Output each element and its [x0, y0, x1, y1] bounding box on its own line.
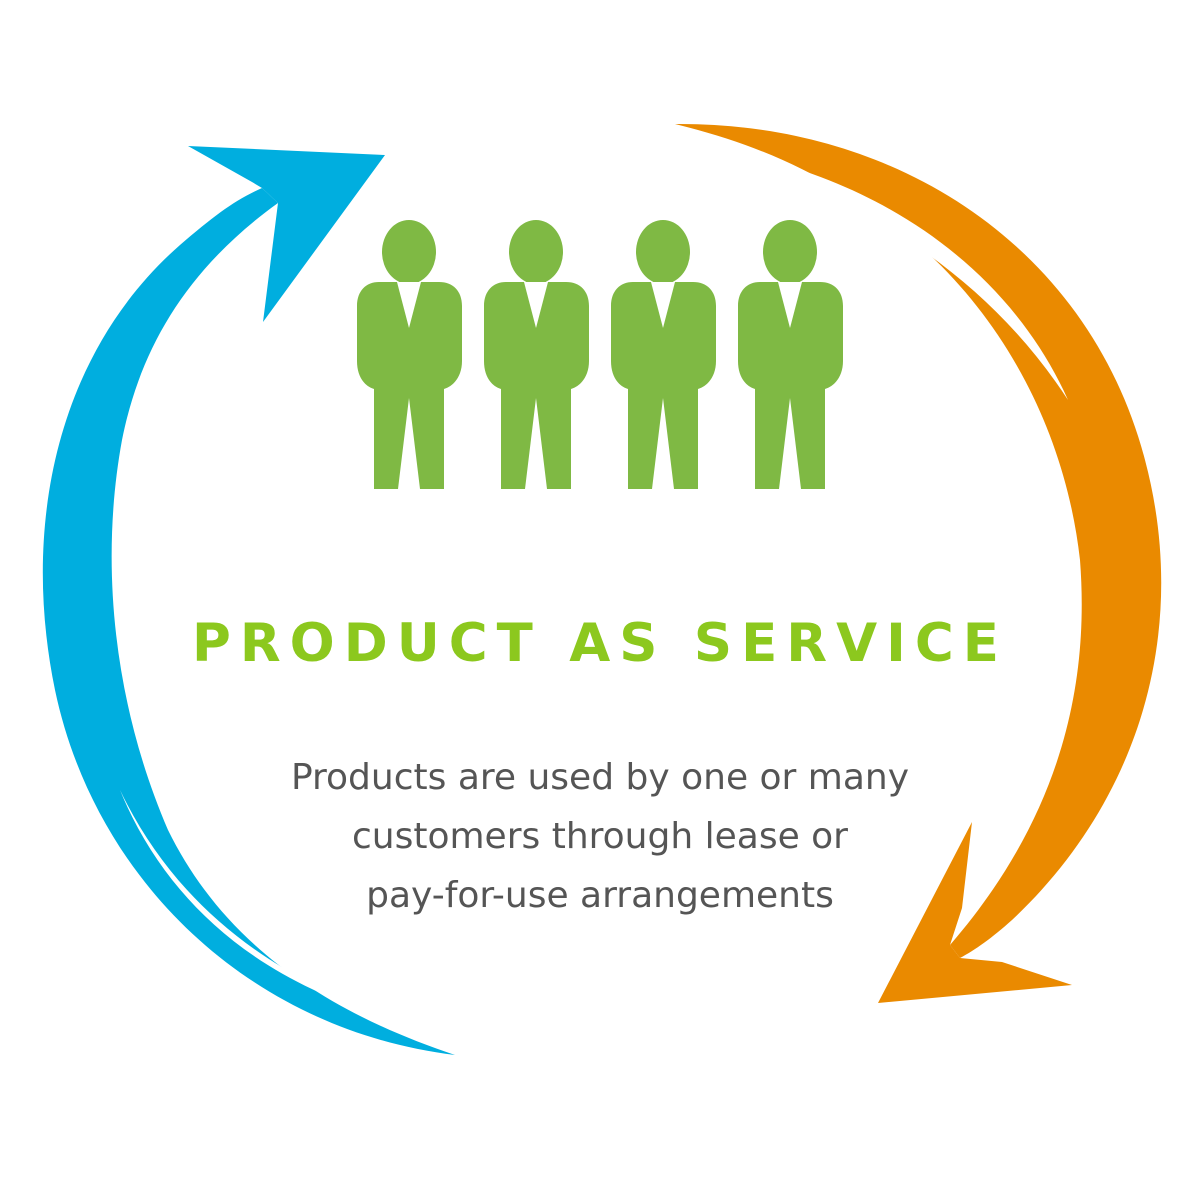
business-person-icon [738, 220, 843, 489]
business-person-icon [611, 220, 716, 489]
right-arrow-shaft [675, 123, 1162, 958]
description-line: Products are used by one or many [290, 757, 910, 798]
circular-arrow-up-icon [42, 146, 455, 1055]
description-line: customers through lease or [351, 816, 848, 857]
people-group [357, 220, 843, 489]
right-arrow-head [878, 822, 1072, 1003]
business-person-icon [357, 220, 462, 489]
business-person-icon [484, 220, 589, 489]
left-arrow-head [188, 146, 385, 322]
diagram-description: Products are used by one or many custome… [200, 748, 1000, 925]
description-line: pay-for-use arrangements [366, 875, 834, 916]
circular-arrow-down-icon [675, 123, 1162, 1003]
diagram-title: PRODUCT AS SERVICE [192, 613, 1008, 674]
